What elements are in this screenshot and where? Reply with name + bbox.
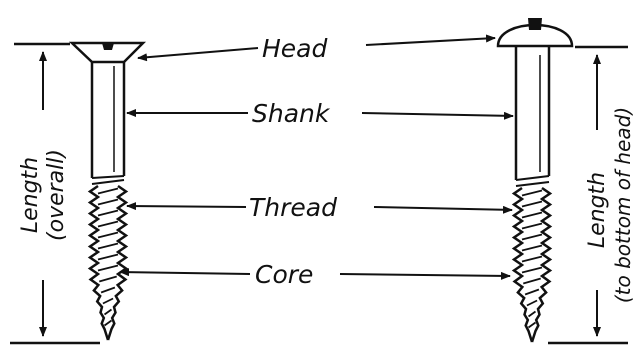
thread-arrow-right [373,205,513,214]
right-thread [511,186,553,343]
thread-crest [521,233,543,241]
thread-label: Thread [249,193,337,222]
left-thread [87,184,129,341]
thread-crest [521,255,543,263]
leader-arrows [119,34,514,280]
thread-crest [97,264,119,272]
bottom-of-head-length-dimension: Length (to bottom of head) [585,54,635,337]
thread-crest [521,200,543,208]
thread-crest [521,189,543,197]
overall-length-dimension: Length (overall) [18,51,69,337]
thread-crest [521,211,543,219]
head-arrow-right [365,34,496,46]
thread-profile-right [530,186,553,343]
overall-length-label: Length [18,157,43,233]
left-screw [68,41,147,341]
thread-crest [100,286,116,294]
reference-lines [10,42,628,345]
thread-crest [524,288,540,296]
thread-crest [97,253,119,261]
thread-crest [521,244,543,252]
thread-crest [97,242,119,250]
thread-crest [97,209,119,217]
thread-profile-left [87,184,110,341]
thread-crest [521,266,543,274]
thread-crest [526,299,538,307]
core-label: Core [255,260,313,289]
thread-profile-right [106,184,129,341]
bottom-of-head-length-label: Length [585,172,610,248]
shank-arrow-right [361,111,514,120]
shank-label: Shank [252,99,331,128]
head-arrow-left [137,47,259,62]
thread-crest [527,321,537,329]
head-slot [102,43,114,50]
bottom-of-head-length-qualifier: (to bottom of head) [611,107,635,303]
thread-crest [99,275,117,283]
head-slot [528,18,542,30]
thread-crest [97,187,119,195]
thread-crest [102,297,114,305]
thread-crest [521,222,543,230]
core-arrow-right [339,271,511,280]
thread-crest [523,277,541,285]
thread-profile-left [511,186,534,343]
core-arrow-left [119,268,251,277]
thread-crest [527,310,537,318]
thread-arrow-left [126,202,247,211]
thread-crest [97,220,119,228]
thread-crest [97,231,119,239]
right-screw [496,18,574,343]
head-label: Head [262,34,327,63]
thread-crest [103,308,113,316]
thread-crest [97,198,119,206]
thread-crest [103,319,113,327]
overall-length-qualifier: (overall) [44,149,69,241]
